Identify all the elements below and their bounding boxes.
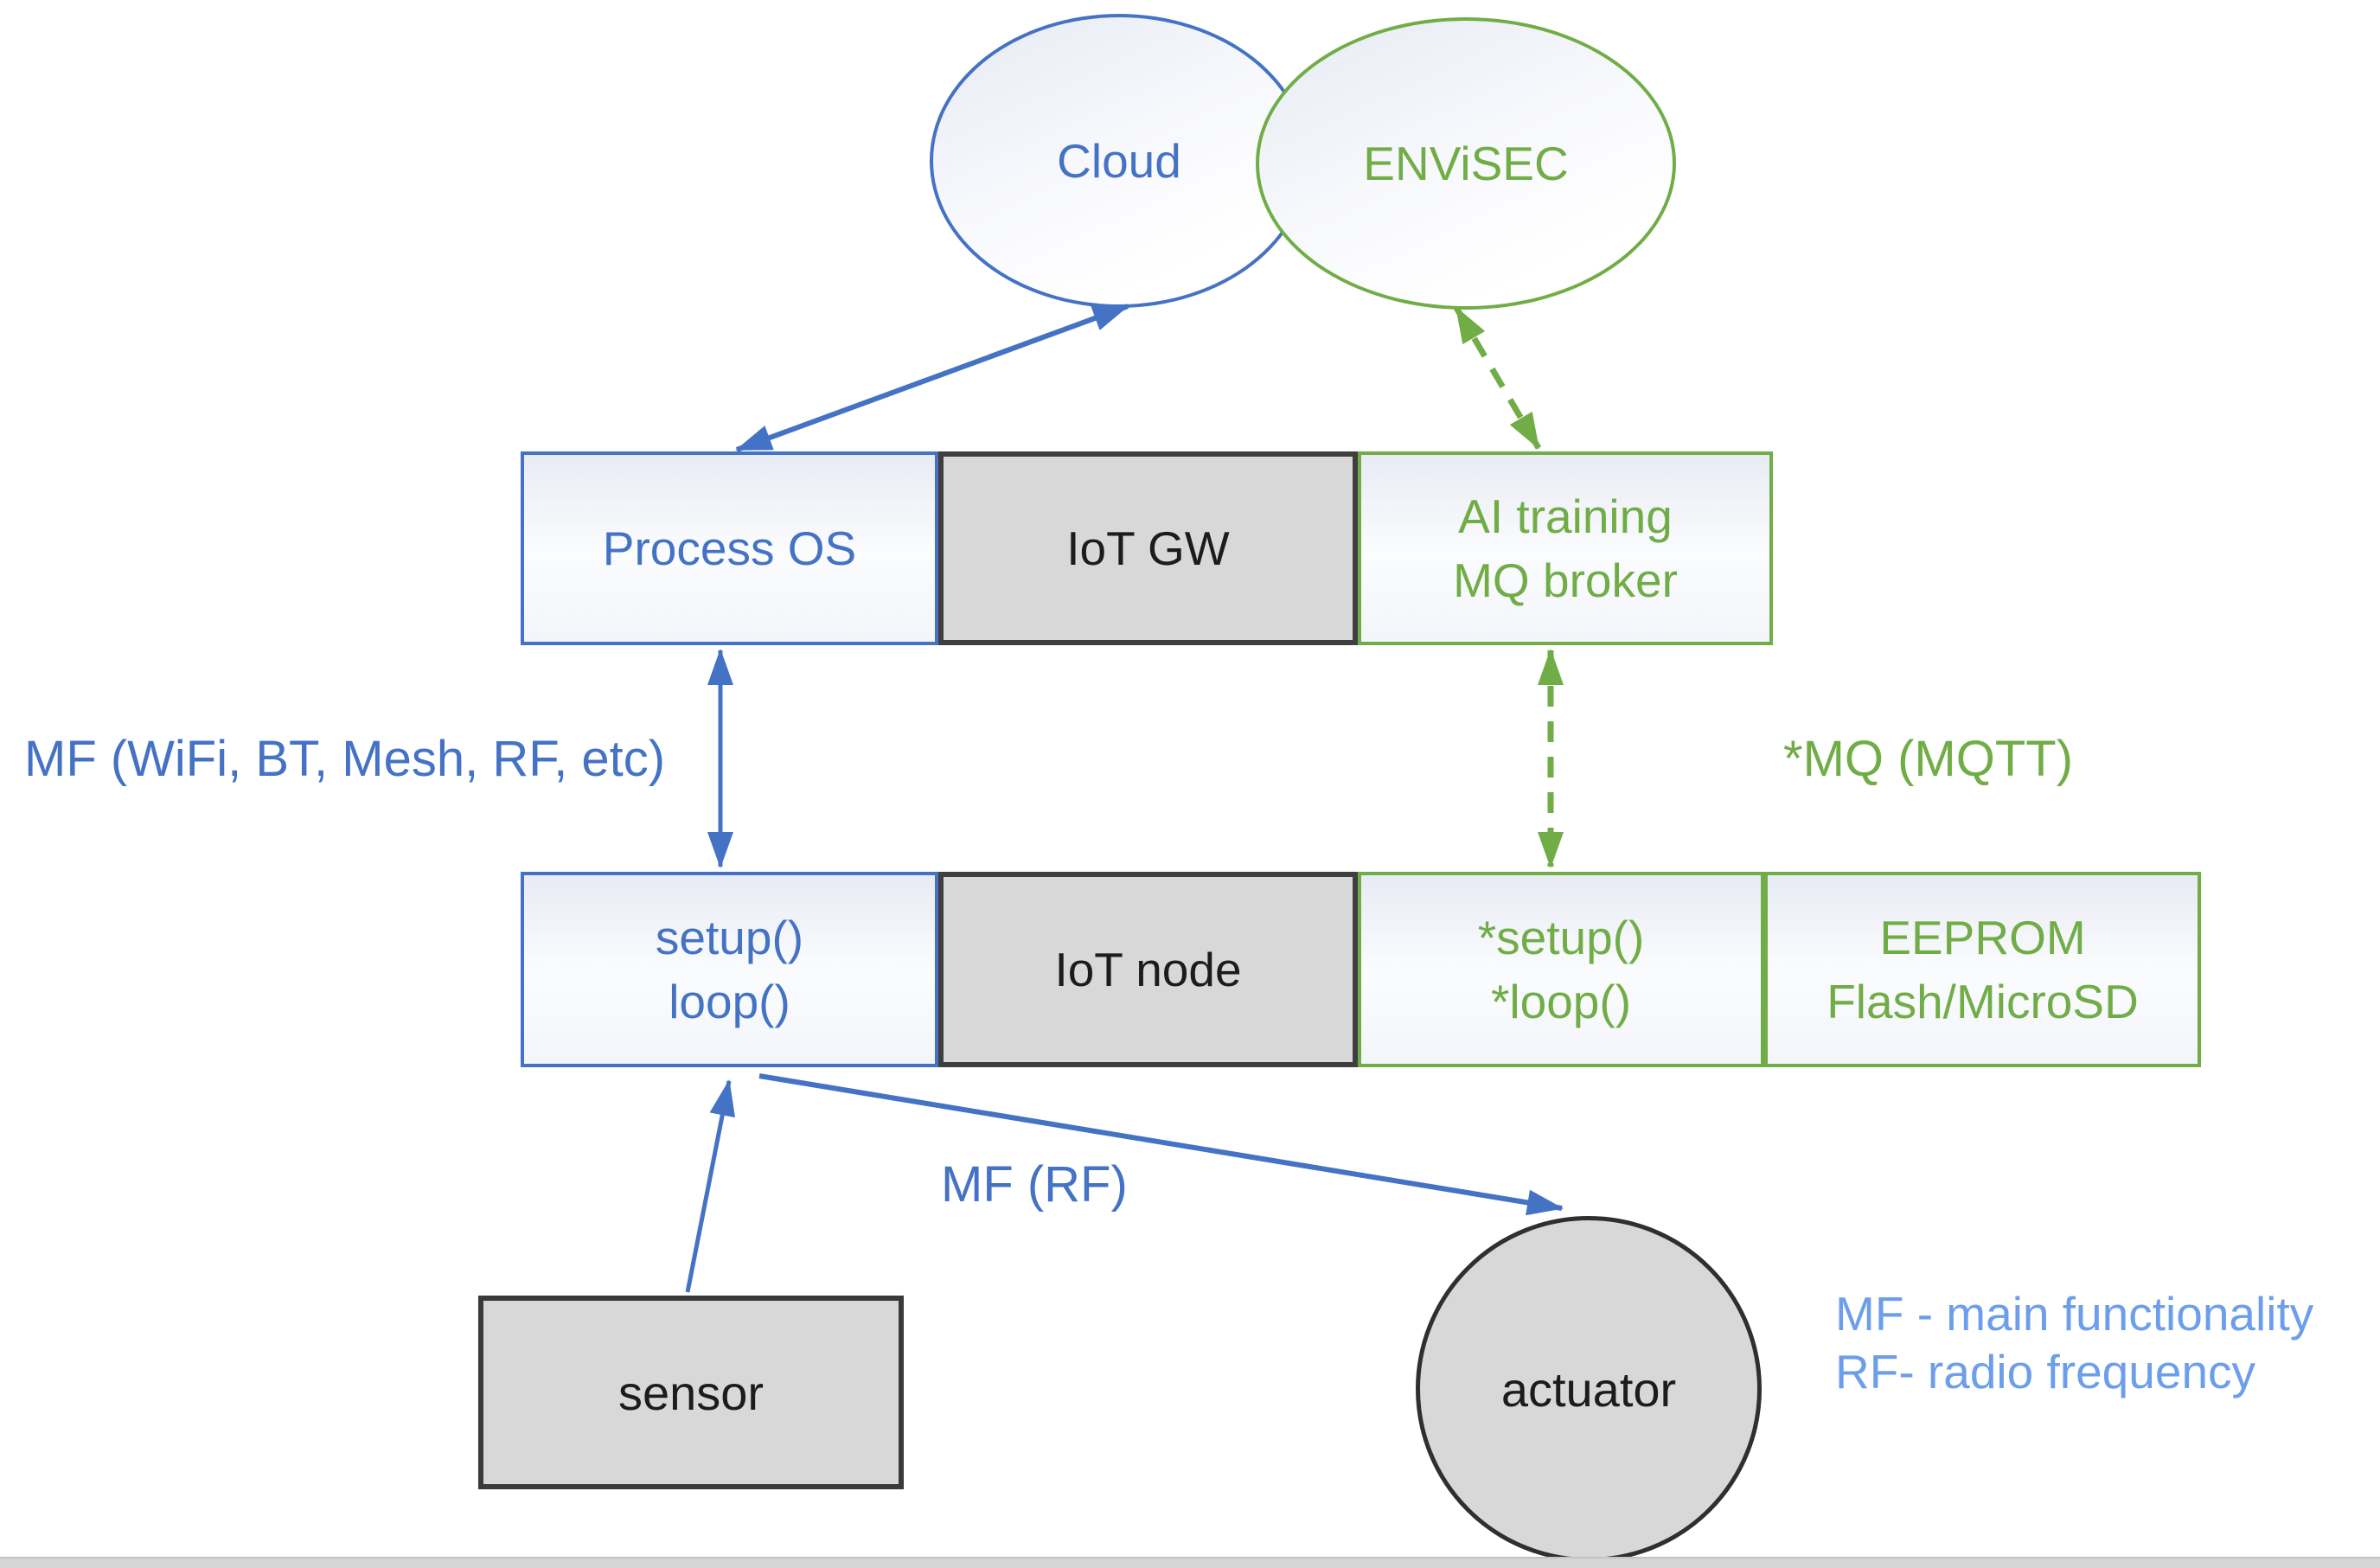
setup-label: setup() bbox=[655, 911, 804, 964]
legend-line-mf: MF - main functionality bbox=[1835, 1287, 2314, 1341]
storage-box: EEPROM Flash/MicroSD bbox=[1764, 872, 2201, 1067]
sensor-label: sensor bbox=[617, 1365, 765, 1420]
process-os-label: Process OS bbox=[602, 522, 857, 575]
loop-label: loop() bbox=[669, 975, 790, 1028]
cloud-processos-arrow bbox=[735, 304, 1129, 452]
iot-gw-label: IoT GW bbox=[1066, 522, 1230, 575]
iot-node-label: IoT node bbox=[1054, 943, 1242, 996]
star-loop-label: *loop() bbox=[1490, 975, 1632, 1028]
mf-wifi-bt-mesh-rf-label: MF (WiFi, BT, Mesh, RF, etc) bbox=[24, 731, 666, 787]
actuator-circle: actuator bbox=[1416, 1216, 1762, 1562]
flash-microsd-label: Flash/MicroSD bbox=[1827, 975, 2139, 1028]
actuator-label: actuator bbox=[1500, 1361, 1677, 1417]
mf-rf-label: MF (RF) bbox=[941, 1156, 1128, 1213]
envisec-aitraining-dashed-arrow bbox=[1453, 306, 1542, 450]
eeprom-label: EEPROM bbox=[1879, 911, 2086, 964]
ai-training-mq-broker-box: AI training MQ broker bbox=[1358, 451, 1773, 645]
sensor-iotnode-arrow bbox=[685, 1079, 735, 1293]
bottom-window-edge bbox=[0, 1557, 2380, 1568]
legend: MF - main functionality RF- radio freque… bbox=[1835, 1285, 2313, 1401]
envisec-ellipse: ENViSEC bbox=[1256, 17, 1676, 310]
cloud-ellipse: Cloud bbox=[930, 14, 1308, 308]
iot-gw-box: IoT GW bbox=[938, 451, 1358, 645]
setup-loop-box: setup() loop() bbox=[521, 872, 938, 1067]
iotnode-actuator-arrow bbox=[758, 1073, 1564, 1216]
star-setup-label: *setup() bbox=[1477, 911, 1645, 964]
legend-line-rf: RF- radio frequency bbox=[1835, 1345, 2256, 1398]
cloud-label: Cloud bbox=[1057, 134, 1181, 188]
iot-node-box: IoT node bbox=[938, 872, 1358, 1067]
star-setup-loop-box: *setup() *loop() bbox=[1358, 872, 1764, 1067]
sensor-box: sensor bbox=[478, 1296, 904, 1489]
ai-training-label-line2: MQ broker bbox=[1453, 554, 1678, 607]
process-os-box: Process OS bbox=[521, 451, 938, 645]
envisec-label: ENViSEC bbox=[1363, 137, 1569, 190]
mq-mqtt-label: *MQ (MQTT) bbox=[1783, 731, 2074, 787]
ai-training-label-line1: AI training bbox=[1458, 490, 1673, 543]
